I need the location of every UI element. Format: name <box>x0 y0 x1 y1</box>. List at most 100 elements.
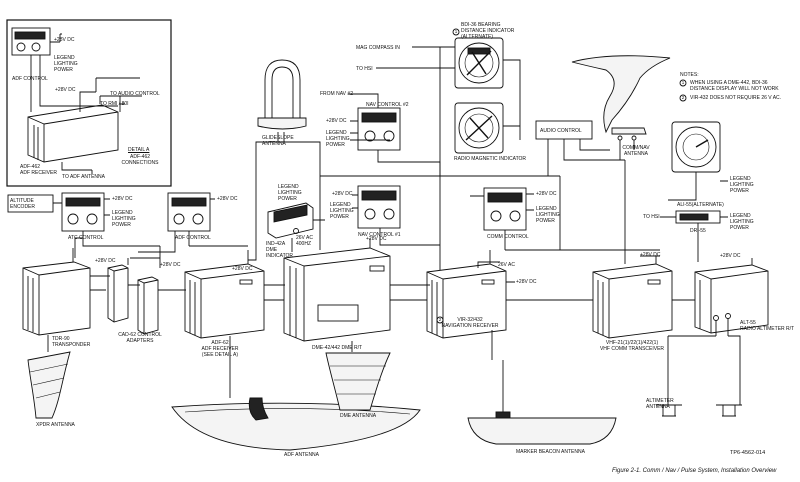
detail-a-title: DETAIL A <box>128 147 150 153</box>
mag-compass-label: MAG COMPASS IN <box>356 45 400 51</box>
control-adapter-2 <box>137 276 159 335</box>
detail-a-receiver-supply-label: +28V DC <box>55 87 76 93</box>
detail-a-adf-control <box>11 27 51 56</box>
detail-a-supply-label: +28V DC <box>54 37 75 43</box>
bdi-label: BDI-36 BEARING DISTANCE INDICATOR (ALTER… <box>461 22 515 40</box>
nav-control-2-panel <box>357 107 401 151</box>
dme-antenna <box>325 352 391 411</box>
detail-a-to-antenna-label: TO ADF ANTENNA <box>62 174 105 180</box>
xpdr-antenna <box>27 335 71 419</box>
ali-label: ALI-55(ALTERNATE) <box>677 202 724 208</box>
bdi-36-indicator <box>454 37 504 89</box>
rmi-label: RADIO MAGNETIC INDICATOR <box>454 156 527 162</box>
rmi-indicator <box>454 102 504 154</box>
vir-marker-number: 2 <box>438 317 442 322</box>
ind-lighting-label: LEGEND LIGHTING POWER <box>278 184 302 202</box>
comm-lighting-label: LEGEND LIGHTING POWER <box>536 206 560 224</box>
dme-rt-unit <box>283 247 391 342</box>
xpdr-antenna-label: XPDR ANTENNA <box>36 422 75 428</box>
marker-one-top <box>452 28 460 36</box>
nav-control-1-panel <box>357 185 401 229</box>
nav1-control-label: NAV CONTROL #1 <box>358 232 401 238</box>
vir-ac-label: 26V AC <box>498 262 515 268</box>
comm-nav-antenna-label: COMM/NAV ANTENNA <box>622 145 650 157</box>
altitude-encoder-box <box>7 194 54 213</box>
from-nav2-label: FROM NAV #2 <box>320 91 353 97</box>
detail-a-lighting-label: LEGEND LIGHTING POWER <box>54 55 78 73</box>
dme-supply-label: +28V DC <box>366 236 387 242</box>
detail-a-adf-receiver <box>27 104 119 163</box>
ali-55-indicator <box>671 121 721 173</box>
dri-55-indicator <box>675 210 721 224</box>
dme-antenna-label: DME ANTENNA <box>340 413 377 419</box>
altimeter-antennas <box>656 404 742 417</box>
detail-a-adf-control-label: ADF CONTROL <box>12 76 48 82</box>
detail-a-lighting-text: LEGEND LIGHTING POWER <box>54 55 78 73</box>
ind-42a-indicator <box>267 202 314 239</box>
dri-lighting-label: LEGEND LIGHTING POWER <box>730 213 754 231</box>
marker-beacon-antenna <box>467 360 617 445</box>
ind-indicator-label: IND-42A DME INDICATOR <box>266 241 294 259</box>
marker-antenna-label: MARKER BEACON ANTENNA <box>516 449 585 455</box>
note-2-number: 2 <box>681 95 685 100</box>
detail-a-frame <box>6 19 172 187</box>
note-1-marker <box>679 79 687 87</box>
note-1-number: 1 <box>681 80 685 85</box>
dme-label: DME-42/442 DME R/T <box>312 345 363 351</box>
notes-title: NOTES: <box>680 72 699 78</box>
altitude-encoder-label: ALTITUDE ENCODER <box>10 198 36 210</box>
comm-control-panel <box>483 187 527 231</box>
adapters-supply-label: +28V DC <box>160 262 181 268</box>
ac-26v-label: 26V AC 400HZ <box>296 235 313 247</box>
transponder-unit <box>22 261 91 336</box>
glideslope-label: GLIDESLOPE ANTENNA <box>262 135 294 147</box>
vhf-comm-transceiver <box>592 263 673 339</box>
nav2-control-label: NAV CONTROL #2 <box>366 102 409 108</box>
transponder-supply-label: +28V DC <box>95 258 116 264</box>
atc-control-panel <box>61 192 105 232</box>
adf-antenna <box>171 397 421 451</box>
detail-a-receiver-label: ADF-462 ADF RECEIVER <box>20 164 57 176</box>
atc-lighting-label: LEGEND LIGHTING POWER <box>112 210 136 228</box>
control-adapter-1 <box>107 264 129 323</box>
detail-a-to-rmi-label: TO RMI / 80I <box>100 101 129 107</box>
alt-label: ALT-55 RADIO ALTIMETER R/T <box>740 320 795 332</box>
vir-supply-label: +28V DC <box>516 279 537 285</box>
nav2-supply-label: +28V DC <box>326 118 347 124</box>
comm-control-label: COMM CONTROL <box>487 234 529 240</box>
marker-two-vir <box>436 316 444 324</box>
alt-antenna-label: ALTIMETER ANTENNA <box>646 398 674 410</box>
comm-supply-label: +28V DC <box>536 191 557 197</box>
to-hsi-label: TO HSI <box>356 66 373 72</box>
alt-supply-label: +28V DC <box>720 253 741 259</box>
adf-supply-label: +28V DC <box>217 196 238 202</box>
figure-caption: Figure 2-1. Comm / Nav / Pulse System, I… <box>612 468 777 474</box>
adf-receiver-unit <box>184 263 265 339</box>
adf-receiver-supply-label: +28V DC <box>232 266 253 272</box>
note-2-marker <box>679 94 687 102</box>
audio-control-label: AUDIO CONTROL <box>540 128 582 134</box>
transponder-label: TDR-90 TRANSPONDER <box>52 336 91 348</box>
adapters-label: CAD-62 CONTROL ADAPTERS <box>118 332 162 344</box>
nav2-lighting-label: LEGEND LIGHTING POWER <box>326 130 350 148</box>
adf-antenna-label: ADF ANTENNA <box>284 452 320 458</box>
vhf-label: VHF-21(1)/22(1)/422(1) VHF COMM TRANSCEI… <box>599 340 665 352</box>
comm-nav-antenna <box>571 55 671 141</box>
detail-a-to-audio-label: TO AUDIO CONTROL <box>110 91 160 97</box>
figure-code: TP6-4562-014 <box>730 450 766 456</box>
nav1-supply-label: +28V DC <box>332 191 353 197</box>
ali-lighting-label: LEGEND LIGHTING POWER <box>730 176 754 194</box>
atc-control-label: ATC CONTROL <box>68 235 104 241</box>
adf-control-panel <box>167 192 211 232</box>
detail-a-subtitle: ADF-462 CONNECTIONS <box>121 154 159 166</box>
note-2-text: VIR-432 DOES NOT REQUIRE 26 V AC. <box>690 95 782 101</box>
adf-receiver-label: ADF-62 ADF RECEIVER (SEE DETAIL A) <box>201 340 239 358</box>
atc-supply-label: +28V DC <box>112 196 133 202</box>
vhf-supply-label: +28V DC <box>640 252 661 258</box>
note-1-text: WHEN USING A DME-442, BDI-36 DISTANCE DI… <box>690 80 779 92</box>
bdi-marker-number: 1 <box>454 29 458 34</box>
dri-label: DRI-55 <box>690 228 706 234</box>
glideslope-antenna <box>257 59 307 142</box>
nav1-lighting-label: LEGEND LIGHTING POWER <box>330 202 354 220</box>
